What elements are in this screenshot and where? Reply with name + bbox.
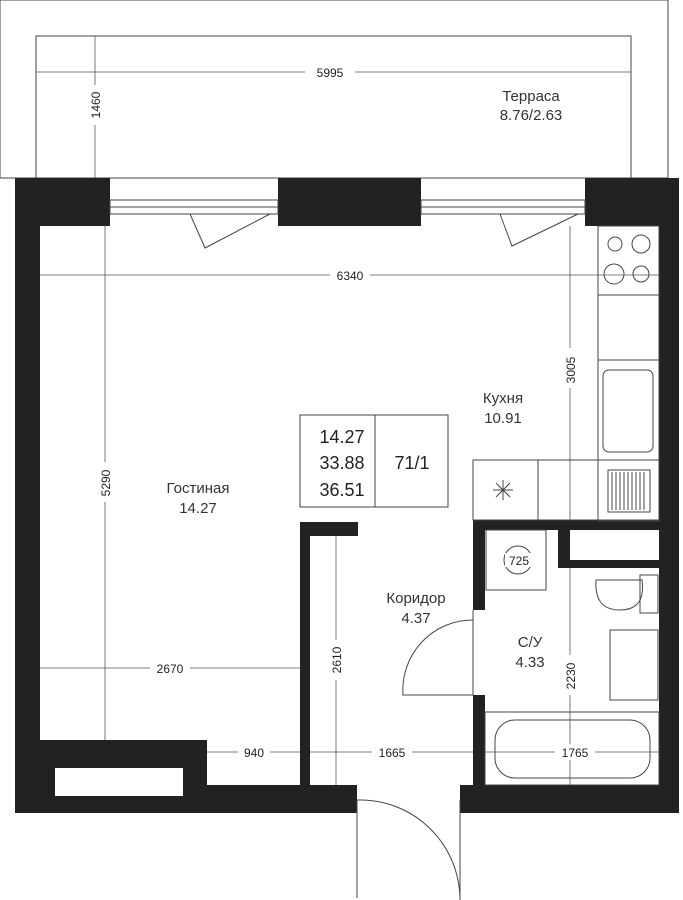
bathroom-area: 4.33: [515, 654, 544, 671]
living-area-value: 14.27: [319, 427, 364, 447]
terrace-width-dim: 5995: [317, 66, 344, 80]
corridor-area: 4.37: [401, 610, 430, 627]
total-with-terrace-value: 36.51: [319, 480, 364, 500]
corridor-width-dim: 1665: [379, 746, 406, 760]
kitchen-fixtures: [472, 225, 660, 522]
bathroom-name: С/У: [518, 634, 543, 651]
terrace-name: Терраса: [502, 88, 560, 105]
living-width-dim: 2670: [157, 662, 184, 676]
terrace-area: 8.76/2.63: [500, 107, 563, 124]
corridor-name: Коридор: [386, 590, 445, 607]
windows: [109, 199, 586, 249]
small-wall-dim: 940: [244, 746, 264, 760]
kitchen-area: 10.91: [484, 410, 522, 427]
kitchen-depth-dim: 3005: [564, 356, 578, 383]
kitchen-name: Кухня: [483, 390, 523, 407]
room-labels: Терраса 8.76/2.63 Кухня 10.91 Гостиная 1…: [167, 88, 563, 671]
walls: [15, 178, 679, 813]
terrace-depth-dim: 1460: [89, 91, 103, 118]
apartment-number: 71/1: [394, 453, 429, 473]
bath-depth-dim: 2230: [564, 662, 578, 689]
dimension-labels: 5995 1460 6340 3005 5290 2670 2610 2230 …: [87, 64, 595, 760]
living-area: 14.27: [179, 500, 217, 517]
living-name: Гостиная: [167, 480, 230, 497]
bath-width-dim: 1765: [562, 746, 589, 760]
area-summary: 14.27 33.88 36.51 71/1: [299, 414, 449, 508]
corridor-length-dim: 2610: [330, 646, 344, 673]
living-depth-dim: 5290: [99, 469, 113, 496]
apartment-width-dim: 6340: [337, 269, 364, 283]
doors: [356, 610, 474, 900]
total-area-value: 33.88: [319, 453, 364, 473]
bathroom-fixtures: [484, 529, 660, 786]
shower-diameter-dim: 725: [509, 554, 529, 568]
